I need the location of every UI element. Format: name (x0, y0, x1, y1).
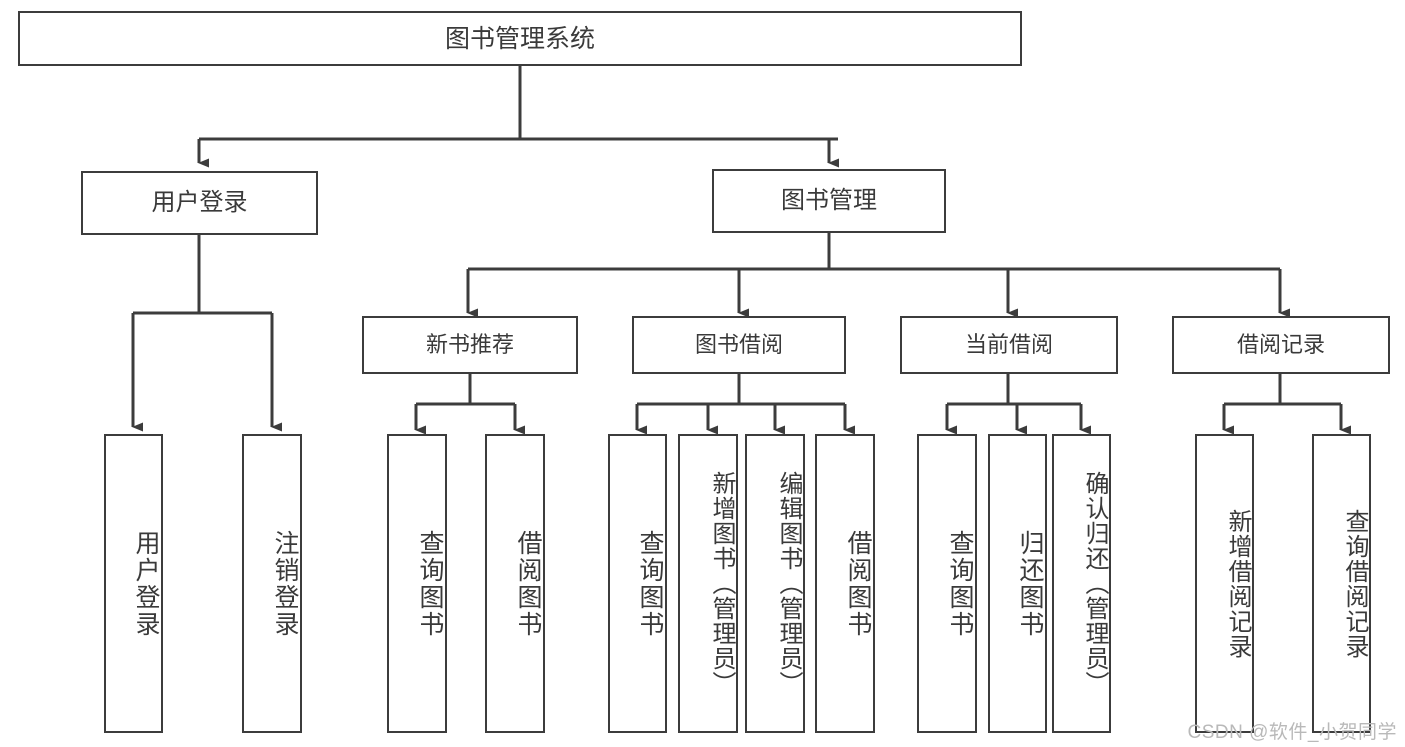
csdn-watermark: CSDN @软件_小贺同学 (1187, 722, 1397, 743)
node-book-borrow-label: 图书借阅 (694, 331, 783, 357)
leaf-add-book[interactable]: 新增图书（管理员） (678, 434, 738, 733)
leaf-user-login-label: 用户登录 (132, 529, 160, 638)
leaf-add-book-label: 新增图书（管理员） (708, 471, 735, 696)
node-current-borrow-label: 当前借阅 (964, 331, 1053, 357)
leaf-return-book-label: 归还图书 (1016, 529, 1044, 638)
leaf-query-record-label: 查询借阅记录 (1341, 508, 1368, 659)
node-book-manage[interactable]: 图书管理 (712, 169, 946, 233)
leaf-borrow-book-2-label: 借阅图书 (844, 529, 872, 638)
node-new-book-rec[interactable]: 新书推荐 (362, 316, 578, 374)
leaf-borrow-book-1-label: 借阅图书 (514, 529, 542, 638)
leaf-add-record-label: 新增借阅记录 (1224, 508, 1251, 659)
leaf-add-record[interactable]: 新增借阅记录 (1195, 434, 1254, 733)
leaf-logout-login-label: 注销登录 (271, 529, 299, 638)
node-current-borrow[interactable]: 当前借阅 (900, 316, 1118, 374)
leaf-query-record[interactable]: 查询借阅记录 (1312, 434, 1371, 733)
node-borrow-record[interactable]: 借阅记录 (1172, 316, 1390, 374)
leaf-confirm-return-label: 确认归还（管理员） (1081, 471, 1108, 696)
leaf-query-book-2[interactable]: 查询图书 (608, 434, 667, 733)
leaf-return-book[interactable]: 归还图书 (988, 434, 1047, 733)
leaf-edit-book[interactable]: 编辑图书（管理员） (745, 434, 805, 733)
leaf-query-book-3-label: 查询图书 (946, 529, 974, 638)
leaf-user-login[interactable]: 用户登录 (104, 434, 163, 733)
node-root-label: 图书管理系统 (444, 24, 595, 53)
leaf-borrow-book-2[interactable]: 借阅图书 (815, 434, 875, 733)
node-borrow-record-label: 借阅记录 (1236, 331, 1325, 357)
node-root[interactable]: 图书管理系统 (18, 11, 1022, 66)
leaf-confirm-return[interactable]: 确认归还（管理员） (1052, 434, 1111, 733)
node-book-borrow[interactable]: 图书借阅 (632, 316, 846, 374)
leaf-logout-login[interactable]: 注销登录 (242, 434, 302, 733)
node-user-login-label: 用户登录 (151, 188, 248, 216)
leaf-query-book-1[interactable]: 查询图书 (387, 434, 447, 733)
node-new-book-rec-label: 新书推荐 (425, 331, 514, 357)
leaf-borrow-book-1[interactable]: 借阅图书 (485, 434, 545, 733)
node-user-login[interactable]: 用户登录 (81, 171, 318, 235)
leaf-edit-book-label: 编辑图书（管理员） (775, 471, 802, 696)
leaf-query-book-1-label: 查询图书 (416, 529, 444, 638)
leaf-query-book-2-label: 查询图书 (636, 529, 664, 638)
node-book-manage-label: 图书管理 (781, 186, 877, 214)
leaf-query-book-3[interactable]: 查询图书 (917, 434, 977, 733)
